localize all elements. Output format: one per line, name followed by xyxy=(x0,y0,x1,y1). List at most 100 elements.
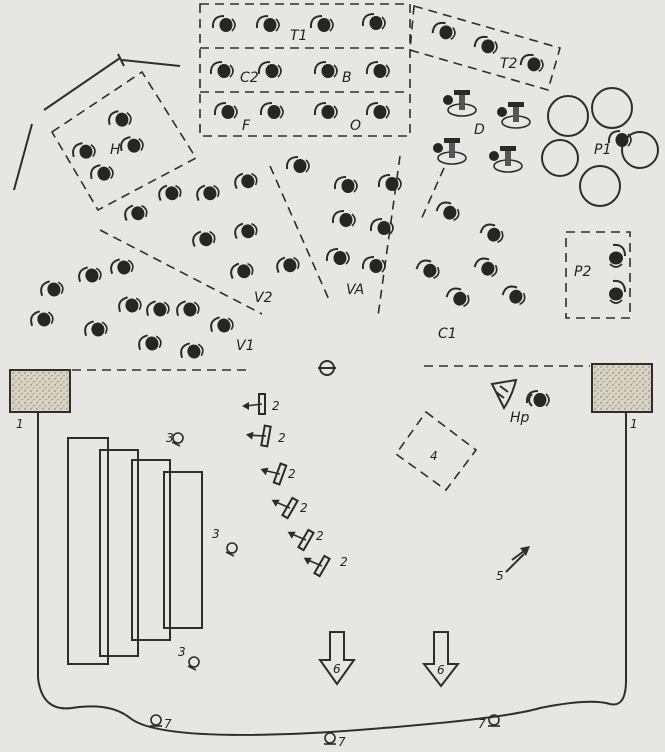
musician-icon xyxy=(479,223,504,244)
musician-icon xyxy=(30,310,54,327)
label-D: D xyxy=(474,122,485,138)
label-V2: V2 xyxy=(254,290,273,306)
drum-stand-icon xyxy=(489,146,523,173)
musician-icon xyxy=(108,110,132,127)
label-F: F xyxy=(242,118,251,134)
drum-stand-icon xyxy=(433,138,467,165)
musician-icon xyxy=(501,285,526,306)
label-arrow-right: 6 xyxy=(437,663,445,677)
winds-box xyxy=(199,3,411,137)
musician-icon xyxy=(377,174,402,191)
musician-icon xyxy=(313,102,338,119)
drum-stand-icon xyxy=(497,102,531,129)
camera-5 xyxy=(505,546,530,573)
label-B: B xyxy=(342,70,352,86)
musician-icon xyxy=(110,258,134,275)
label-Hp: Hp xyxy=(510,410,530,426)
label-front: 7 xyxy=(338,735,346,749)
label-spot: 3 xyxy=(212,527,220,541)
label-mic: 2 xyxy=(316,529,324,543)
label-H: H xyxy=(110,142,121,158)
label-mic: 2 xyxy=(272,399,280,413)
label-P1: P1 xyxy=(594,142,611,158)
musician-icon xyxy=(431,21,456,40)
label-O: O xyxy=(350,118,361,134)
label-mic: 2 xyxy=(300,501,308,515)
musician-icon xyxy=(234,222,258,239)
musician-icon xyxy=(445,287,470,308)
harp-icon xyxy=(490,378,546,410)
musician-icon xyxy=(519,53,544,72)
musician-icon xyxy=(309,15,334,32)
musician-icon xyxy=(138,334,162,351)
box-4 xyxy=(394,410,478,492)
conductor-podium xyxy=(318,360,336,376)
label-front: 7 xyxy=(478,717,486,731)
label-C1: C1 xyxy=(438,326,457,342)
musician-icon xyxy=(158,184,182,201)
musician-icon xyxy=(196,184,220,201)
musician-icon xyxy=(331,210,356,227)
label-mic: 2 xyxy=(340,555,348,569)
spotlights-layer: 333 xyxy=(166,431,238,671)
front-markers-layer: 7 7 7 xyxy=(150,714,500,749)
musician-icon xyxy=(40,280,64,297)
musician-icon xyxy=(176,300,200,317)
musician-icon xyxy=(210,316,234,333)
spotlight-icon xyxy=(171,432,184,447)
spotlight-icon xyxy=(187,656,200,671)
front-marker-icon xyxy=(324,732,336,745)
divider-3 xyxy=(377,155,401,317)
musician-icon xyxy=(255,15,280,32)
musician-icon xyxy=(146,300,170,317)
drum-stands-layer xyxy=(433,90,531,173)
harp-section-box xyxy=(50,70,198,212)
label-P2: P2 xyxy=(574,264,591,280)
label-C2: C2 xyxy=(240,70,259,86)
label-mic: 2 xyxy=(288,467,296,481)
musician-icon xyxy=(120,136,144,153)
arrow-left xyxy=(318,631,356,686)
label-front: 7 xyxy=(164,717,172,731)
musician-icon xyxy=(473,35,498,54)
musician-icon xyxy=(118,296,142,313)
microphone-icon xyxy=(271,496,299,520)
microphone-icon xyxy=(242,393,266,415)
musician-icon xyxy=(365,102,390,119)
tuba-box xyxy=(409,4,561,91)
divider-2 xyxy=(269,165,331,303)
label-T2: T2 xyxy=(500,56,518,72)
label-T1: T1 xyxy=(290,28,307,44)
musician-icon xyxy=(325,248,350,265)
musician-icon xyxy=(361,256,386,273)
label-camera-5: 5 xyxy=(496,569,504,583)
stage-outline xyxy=(37,412,627,736)
musician-icon xyxy=(78,266,102,283)
label-mic: 2 xyxy=(278,431,286,445)
label-V1: V1 xyxy=(236,338,254,354)
musician-icon xyxy=(285,156,310,173)
musician-icon xyxy=(313,61,338,78)
musician-icon xyxy=(124,204,148,221)
spotlight-icon xyxy=(225,542,238,557)
musician-icon xyxy=(333,176,358,193)
musician-icon xyxy=(90,164,114,181)
percussion-box xyxy=(565,231,631,319)
musician-icon xyxy=(607,130,632,147)
timpani-group xyxy=(541,87,659,207)
musician-icon xyxy=(211,15,236,32)
musician-icon xyxy=(72,142,96,159)
musician-icon xyxy=(473,257,498,278)
microphone-icon xyxy=(245,424,272,448)
musician-icon xyxy=(369,218,394,235)
label-spot: 3 xyxy=(166,431,174,445)
musician-icon xyxy=(192,230,216,247)
front-marker-icon xyxy=(488,714,500,727)
musician-icon xyxy=(276,256,300,273)
musician-icon xyxy=(180,342,204,359)
musician-icon xyxy=(361,13,386,30)
musician-icon xyxy=(435,201,460,222)
musician-icon xyxy=(84,320,108,337)
label-platform-right: 1 xyxy=(630,417,638,431)
label-VA: VA xyxy=(346,282,364,298)
